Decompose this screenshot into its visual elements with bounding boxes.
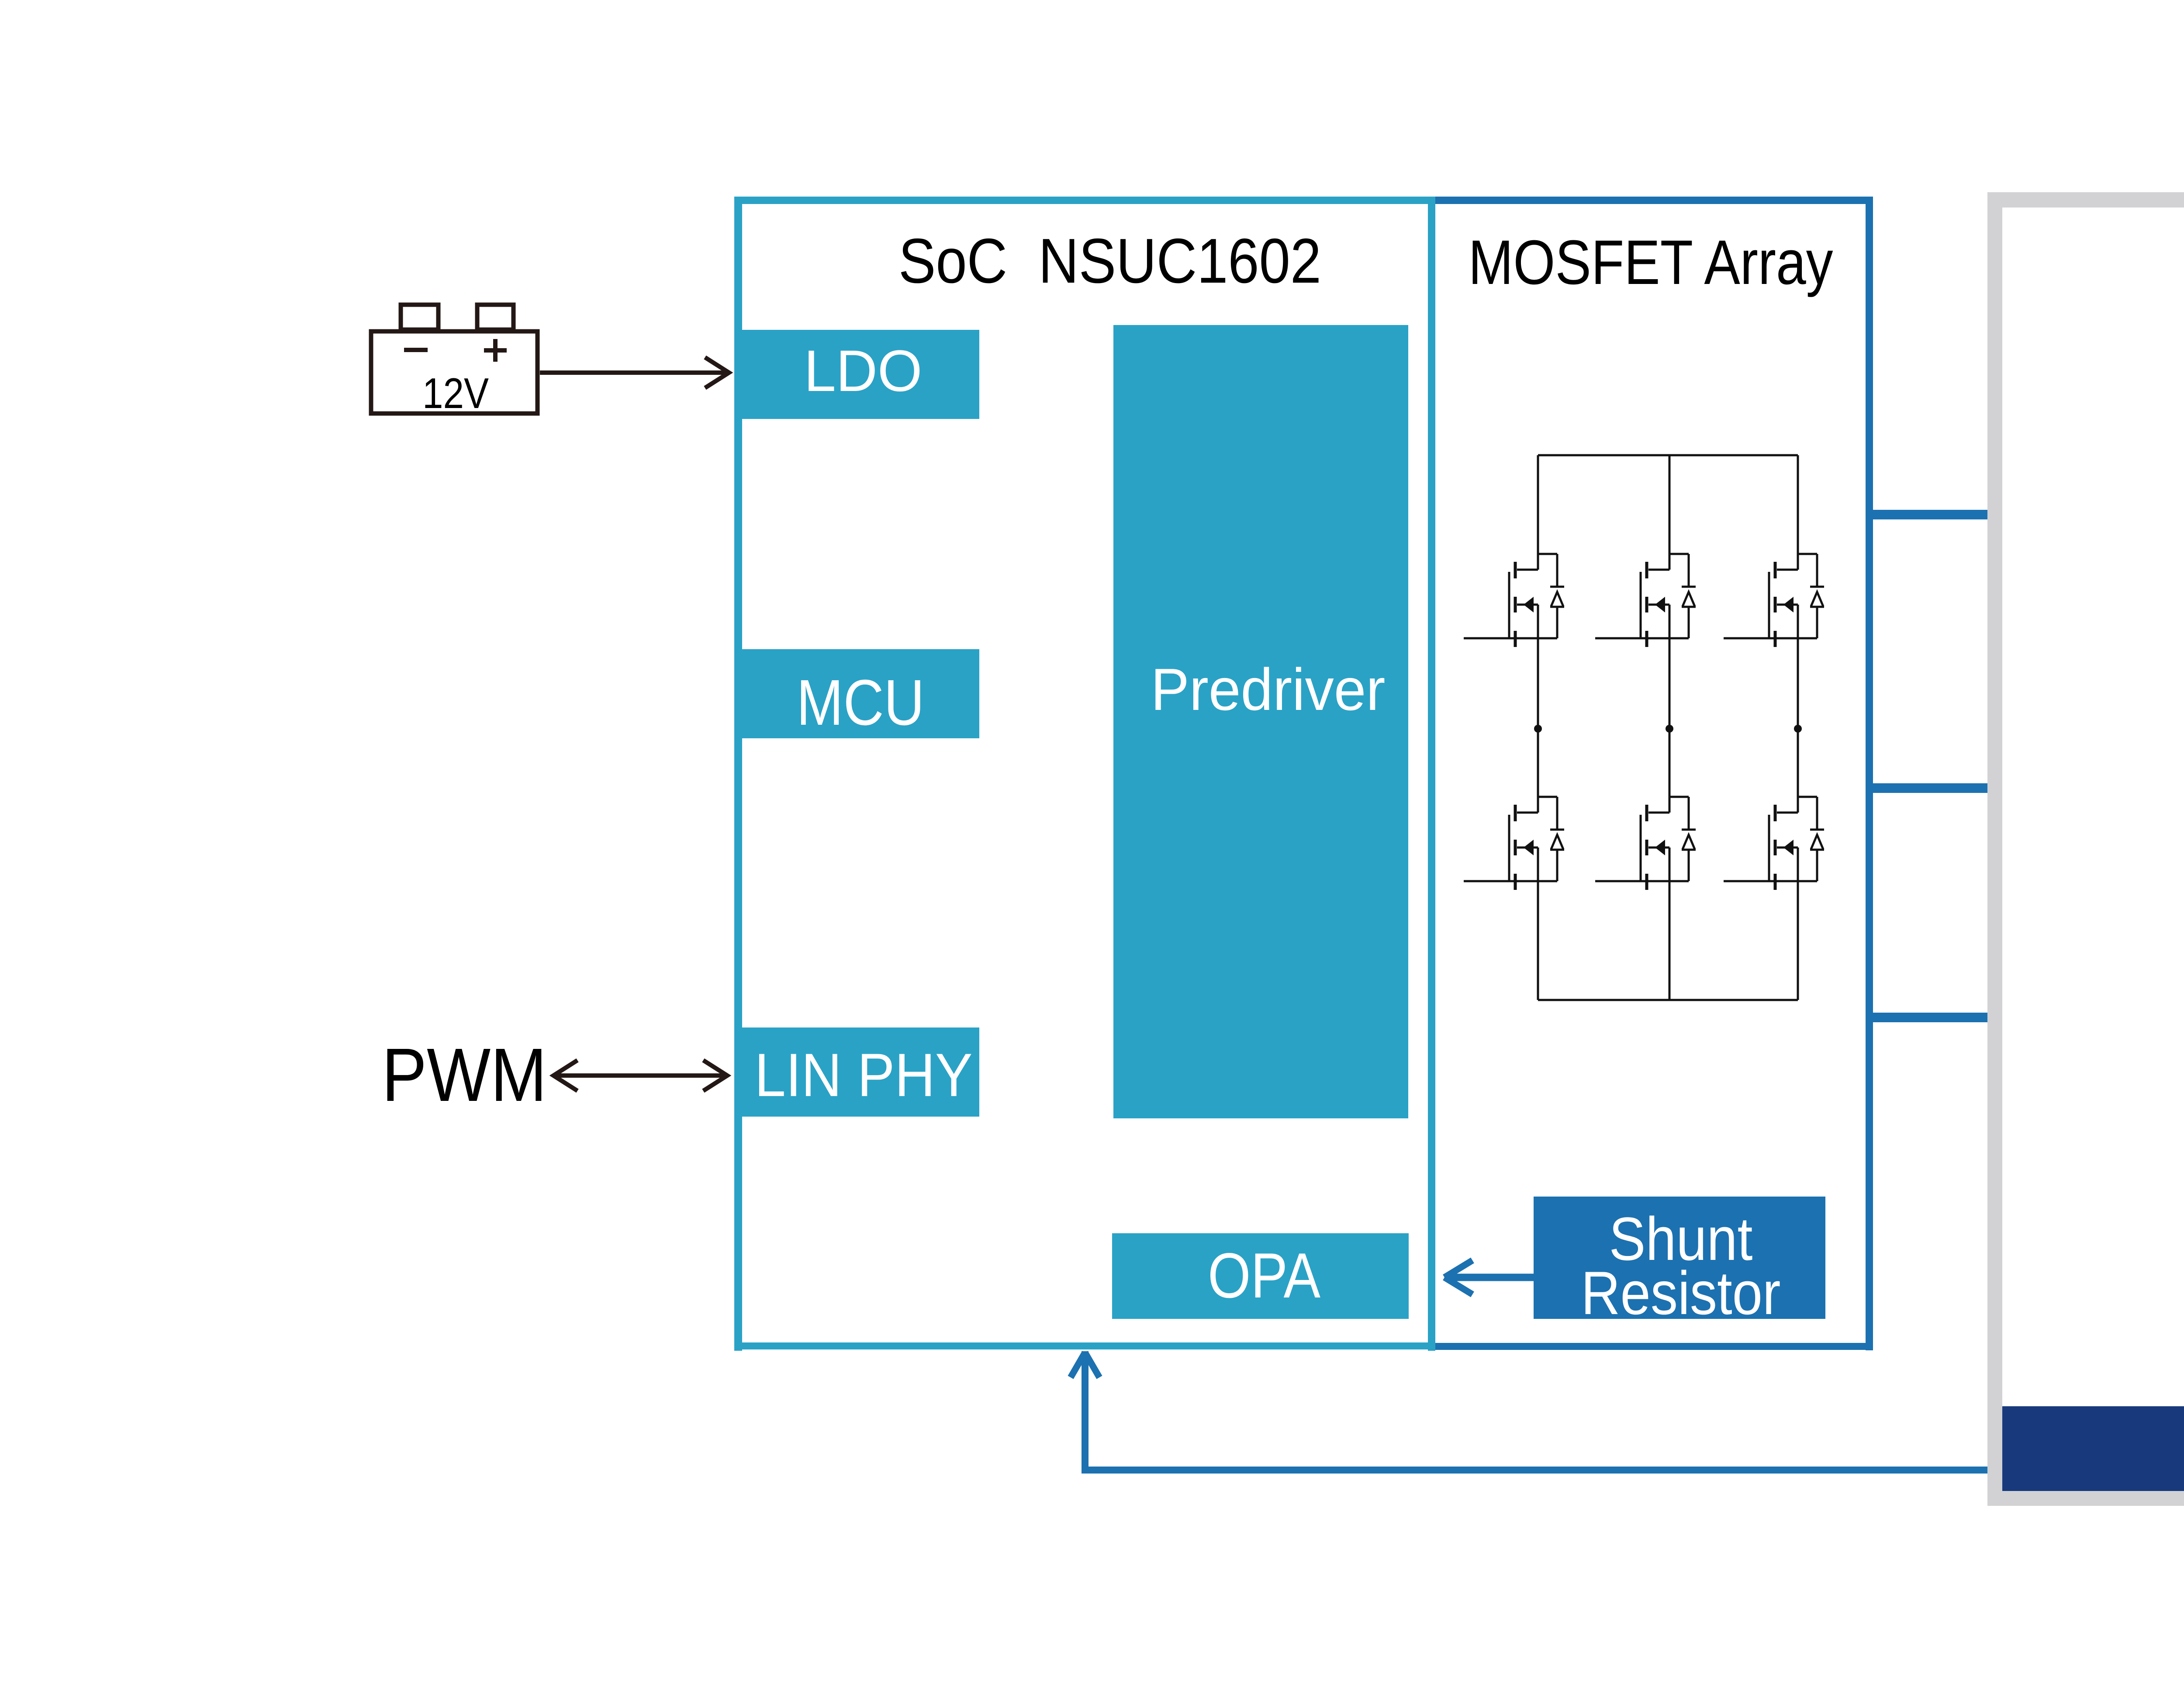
svg-text:SoC NSUC1602: SoC NSUC1602 [898, 225, 1321, 296]
svg-text:Shunt: Shunt [1609, 1204, 1753, 1273]
svg-text:MOSFET Array: MOSFET Array [1469, 227, 1833, 298]
svg-text:LIN PHY: LIN PHY [755, 1041, 973, 1109]
svg-text:Resistor: Resistor [1581, 1259, 1781, 1327]
svg-text:12V: 12V [422, 369, 489, 417]
svg-text:PWM: PWM [382, 1032, 547, 1117]
svg-text:MCU: MCU [797, 667, 925, 739]
svg-text:Predriver: Predriver [1151, 656, 1386, 723]
svg-text:OPA: OPA [1208, 1240, 1321, 1311]
svg-text:LDO: LDO [804, 339, 923, 404]
